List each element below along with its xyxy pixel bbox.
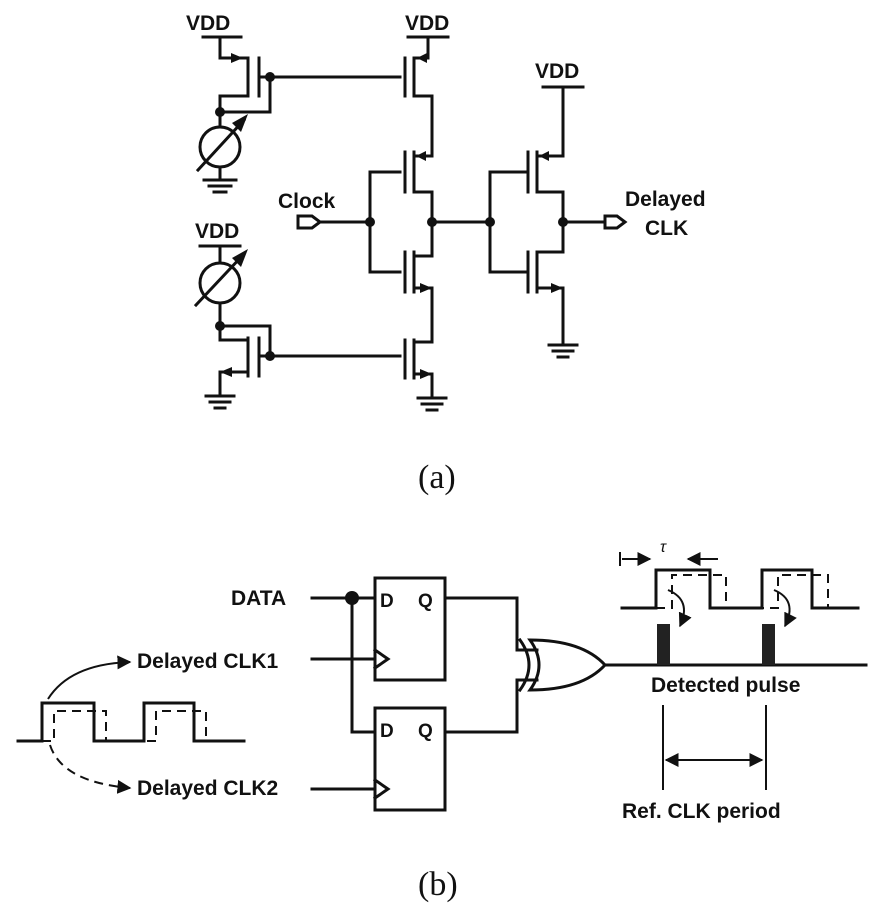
detected-pulse-waveforms bbox=[619, 552, 868, 790]
detected-pulse-label: Detected pulse bbox=[651, 674, 800, 697]
tau-label: τ bbox=[660, 539, 667, 556]
input-clock-waveforms bbox=[16, 655, 246, 794]
inverter1-nmos-transistor bbox=[403, 220, 434, 340]
caption-b: (b) bbox=[418, 866, 458, 903]
ff2-q-label: Q bbox=[418, 721, 433, 742]
pmos-bias-transistor bbox=[215, 35, 277, 117]
delay-cell-schematic: VDD VDD VDD VDD bbox=[186, 12, 706, 496]
vdd-label-top-left: VDD bbox=[186, 12, 230, 35]
data-branch-wire bbox=[350, 596, 377, 734]
delayed-clk2-label: Delayed CLK2 bbox=[137, 777, 278, 800]
nmos-current-starve-transistor bbox=[403, 336, 448, 412]
vdd-label-right: VDD bbox=[535, 60, 579, 83]
variable-current-source-bottom-icon bbox=[193, 244, 248, 331]
flip-flop-1 bbox=[372, 576, 447, 682]
mid-node-dot bbox=[427, 217, 437, 227]
vdd-label-mid-left: VDD bbox=[195, 220, 239, 243]
caption-a: (a) bbox=[418, 459, 456, 496]
pmos-current-starve-transistor bbox=[403, 35, 434, 152]
ref-clk-period-label: Ref. CLK period bbox=[622, 800, 781, 823]
vdd-label-top-mid: VDD bbox=[405, 12, 449, 35]
data-junction-dot bbox=[345, 591, 359, 605]
phase-detector-diagram: DATA Delayed CLK1 Delayed CLK2 D Q D Q bbox=[16, 539, 868, 903]
ff1-q-label: Q bbox=[418, 591, 433, 612]
xor-gate bbox=[517, 637, 630, 693]
delayed-clk-label-line1: Delayed bbox=[625, 188, 706, 211]
ff1-d-label: D bbox=[380, 591, 394, 612]
clock-input-port bbox=[296, 170, 402, 274]
ff2-d-label: D bbox=[380, 721, 394, 742]
inverter2 bbox=[488, 85, 628, 359]
delayed-clk1-label: Delayed CLK1 bbox=[137, 650, 279, 673]
delayed-clk-label-line2: CLK bbox=[645, 217, 688, 240]
variable-current-source-top-icon bbox=[195, 110, 248, 194]
flip-flop-2 bbox=[372, 706, 447, 812]
data-label: DATA bbox=[231, 587, 286, 610]
nmos-bias-transistor bbox=[204, 324, 402, 410]
inverter1-pmos-transistor bbox=[403, 148, 434, 224]
clock-label: Clock bbox=[278, 190, 336, 213]
